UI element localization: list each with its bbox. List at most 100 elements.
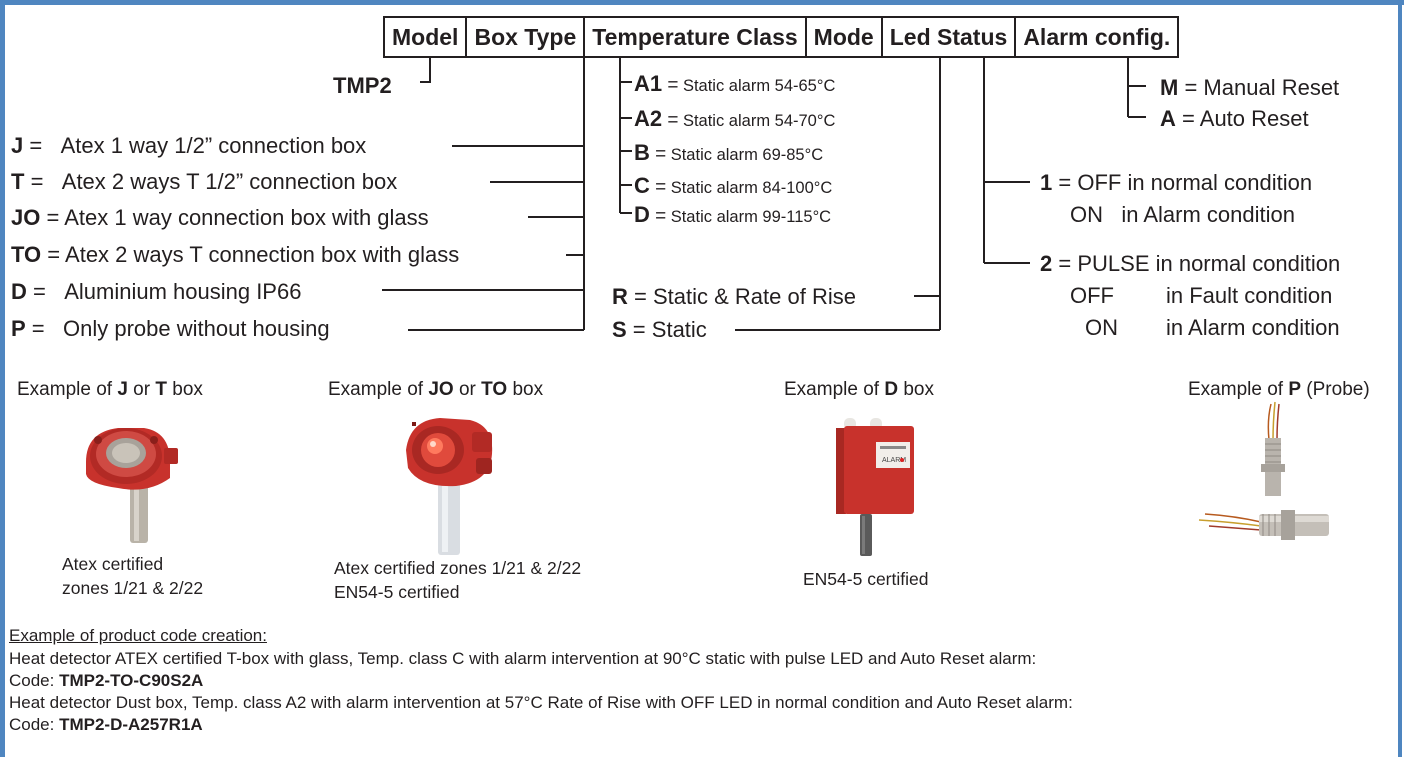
example-heading-code: D — [884, 379, 899, 400]
box-type-item-p: P = Only probe without housing — [11, 318, 330, 340]
temp-class-desc: Static alarm 54-65°C — [682, 77, 836, 95]
box-type-code: TO — [11, 242, 42, 267]
example-heading-text: Example of — [1188, 379, 1289, 400]
led-status-option-2-alarm-desc: in Alarm condition — [1166, 315, 1340, 340]
led-status-line: OFF in normal condition — [1077, 170, 1313, 195]
temp-class-code: D — [634, 202, 650, 227]
alarm-config-item-a: A = Auto Reset — [1160, 108, 1309, 130]
jo-to-caption-line-1: Atex certified zones 1/21 & 2/22 — [334, 558, 582, 578]
temp-class-equals: = — [649, 206, 667, 227]
box-type-desc: Atex 2 ways T 1/2” connection box — [61, 169, 398, 194]
example-heading-p: Example of P (Probe) — [1188, 380, 1370, 399]
box-type-item-t: T = Atex 2 ways T 1/2” connection box — [11, 171, 397, 193]
code-example-1-desc: Heat detector ATEX certified T-box with … — [9, 649, 1037, 668]
example-heading-text: Example of — [328, 379, 429, 400]
alarm-config-equals: = — [1175, 106, 1195, 131]
temp-class-equals: = — [649, 177, 667, 198]
led-status-line: PULSE in normal condition — [1077, 251, 1341, 276]
example-heading-code: P — [1288, 379, 1302, 400]
alarm-config-desc: Manual Reset — [1203, 75, 1340, 100]
example-heading-text: box — [507, 379, 544, 400]
jo-to-box-photo — [406, 418, 493, 555]
led-status-option-2-alarm-state: ON — [1085, 315, 1118, 340]
example-heading-code: T — [155, 379, 167, 400]
example-heading-text: (Probe) — [1301, 379, 1370, 400]
example-heading-jo-to: Example of JO or TO box — [328, 380, 543, 399]
mode-item-r: R = Static & Rate of Rise — [612, 286, 856, 308]
d-box-photo: ALARM — [836, 418, 914, 556]
temp-class-item-c: C = Static alarm 84-100°C — [634, 173, 832, 198]
example-heading-text: box — [898, 379, 934, 400]
j-t-caption-line-2: zones 1/21 & 2/22 — [62, 578, 204, 598]
example-heading-code: J — [117, 379, 128, 400]
j-t-box-photo — [86, 428, 178, 543]
alarm-config-code: M — [1160, 75, 1179, 100]
temp-class-code: C — [634, 173, 650, 198]
frame-top-border — [0, 0, 1404, 5]
temp-class-desc: Static alarm 69-85°C — [670, 146, 824, 164]
led-status-code: 2 — [1040, 251, 1053, 276]
temp-class-item-a2: A2 = Static alarm 54-70°C — [634, 106, 835, 131]
box-type-equals: = — [26, 279, 46, 304]
led-status-option-1: 1 = OFF in normal condition — [1040, 172, 1312, 194]
code-example-2-desc: Heat detector Dust box, Temp. class A2 w… — [9, 693, 1073, 712]
header-alarm-config: Alarm config. — [1023, 24, 1171, 50]
mode-code: S — [612, 317, 627, 342]
box-type-equals: = — [23, 133, 43, 158]
led-status-equals: = — [1052, 170, 1072, 195]
code-example-2: Code: TMP2-D-A257R1A — [9, 716, 203, 733]
example-heading-code: TO — [481, 379, 508, 400]
mode-desc: Static — [651, 317, 707, 342]
example-heading-text: or — [453, 379, 482, 400]
box-type-equals: = — [25, 316, 45, 341]
frame-right-border — [1398, 0, 1402, 757]
header-model: Model — [385, 18, 468, 56]
mode-equals: = — [627, 284, 647, 309]
box-type-item-jo: JO = Atex 1 way connection box with glas… — [11, 207, 429, 229]
d-caption: EN54-5 certified — [803, 569, 929, 589]
example-heading-text: Example of — [784, 379, 885, 400]
product-code-header: Model Box Type Temperature Class Mode Le… — [383, 16, 1180, 58]
header-led-status: Led Status — [883, 18, 1017, 56]
mode-equals: = — [626, 317, 646, 342]
box-type-desc: Aluminium housing IP66 — [64, 279, 302, 304]
code-label: Code: — [9, 671, 60, 690]
mode-desc: Static & Rate of Rise — [652, 284, 856, 309]
alarm-config-equals: = — [1178, 75, 1198, 100]
led-status-option-2-fault-desc: in Fault condition — [1166, 283, 1333, 308]
temp-class-code: A1 — [634, 71, 663, 96]
led-status-option-2-fault-state: OFF — [1070, 283, 1114, 308]
temp-class-equals: = — [662, 75, 679, 96]
header-box-type: Box Type — [467, 18, 586, 56]
alarm-config-item-m: M = Manual Reset — [1160, 77, 1339, 99]
box-type-equals: = — [24, 169, 44, 194]
example-heading-d: Example of D box — [784, 380, 934, 399]
box-type-desc: Atex 1 way 1/2” connection box — [60, 133, 367, 158]
box-type-code: D — [11, 279, 27, 304]
temp-class-equals: = — [649, 144, 667, 165]
box-type-code: T — [11, 169, 25, 194]
d-box-alarm-label: ALARM — [882, 457, 906, 464]
model-code: TMP2 — [333, 73, 392, 98]
temp-class-equals: = — [662, 110, 679, 131]
temp-class-item-a1: A1 = Static alarm 54-65°C — [634, 71, 836, 96]
example-heading-text: box — [166, 379, 203, 400]
temp-class-code: A2 — [634, 106, 663, 131]
temp-class-desc: Static alarm 99-115°C — [670, 208, 832, 226]
probe-photo — [1198, 401, 1329, 540]
alarm-config-code: A — [1160, 106, 1176, 131]
box-type-item-d: D = Aluminium housing IP66 — [11, 281, 301, 303]
led-status-option-1-line-2: ON in Alarm condition — [1070, 202, 1295, 227]
box-type-desc: Atex 2 ways T connection box with glass — [65, 242, 460, 267]
led-status-code: 1 — [1040, 170, 1053, 195]
temp-class-item-b: B = Static alarm 69-85°C — [634, 140, 824, 165]
box-type-code: J — [11, 133, 24, 158]
box-type-code: P — [11, 316, 26, 341]
temp-class-code: B — [634, 140, 650, 165]
code-label: Code: — [9, 715, 60, 734]
led-status-equals: = — [1052, 251, 1072, 276]
box-type-equals: = — [40, 205, 60, 230]
alarm-config-desc: Auto Reset — [1199, 106, 1309, 131]
header-mode: Mode — [807, 18, 883, 56]
example-heading-code: JO — [428, 379, 454, 400]
